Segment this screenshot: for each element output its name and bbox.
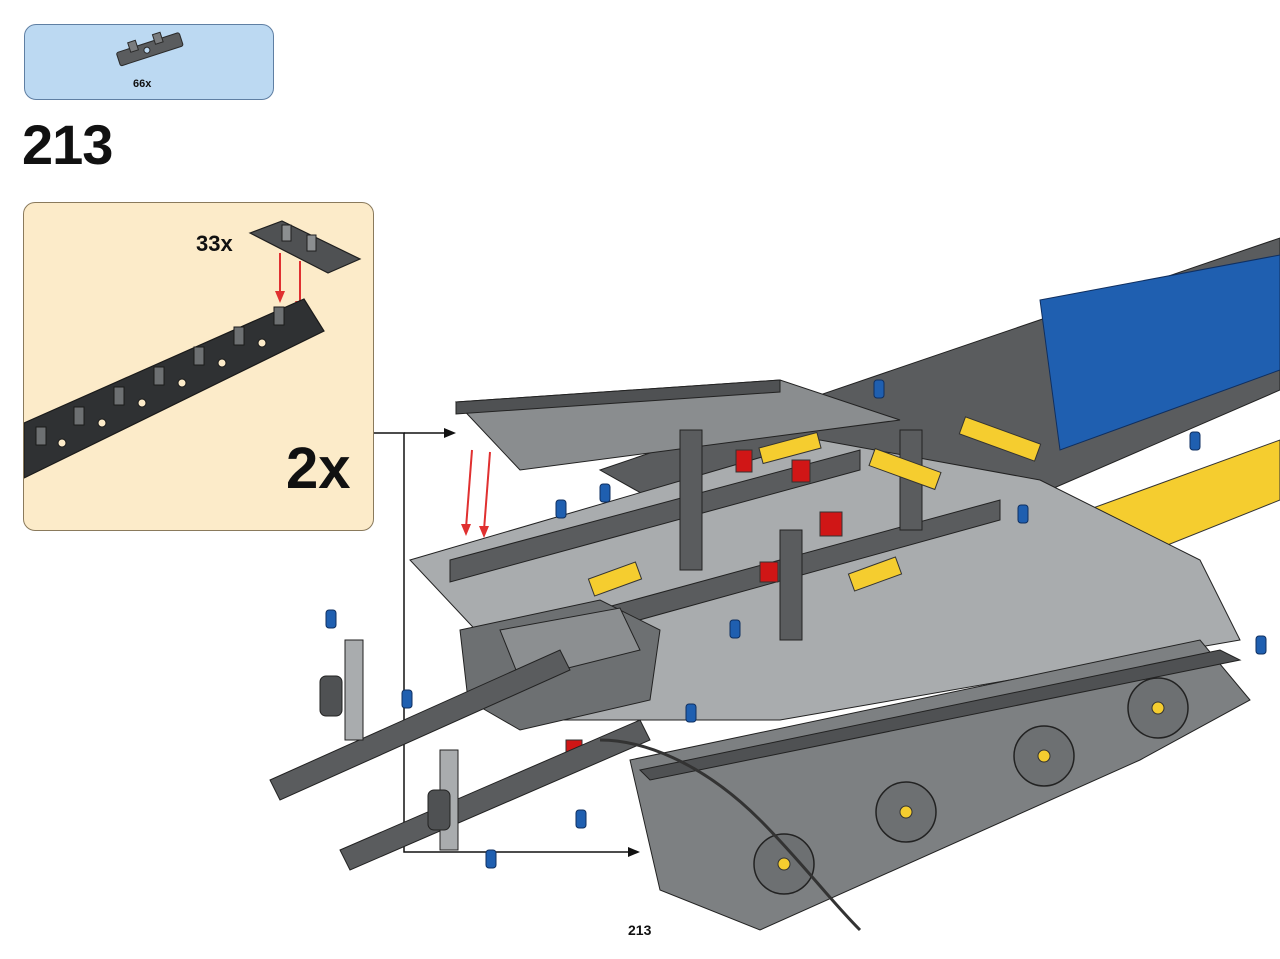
- outrigger-beams: [269, 639, 651, 871]
- placed-track-segment: [454, 379, 901, 471]
- subassembly-multiplier: 2x: [286, 436, 351, 501]
- step-number: 213: [22, 113, 113, 176]
- tread-link-piece-icon: [116, 31, 184, 67]
- gearbox-accents: [565, 416, 1207, 757]
- motor-cable: [599, 738, 862, 932]
- parts-list-box: 66x: [24, 24, 274, 100]
- insert-arrow: [483, 451, 491, 531]
- insert-arrow: [465, 449, 473, 529]
- callout-leader-line: [374, 432, 628, 853]
- track-assembly-illustration: [24, 220, 362, 479]
- blue-pins: [325, 379, 1267, 869]
- page-number: 213: [628, 922, 652, 938]
- subassembly-part-count: 33x: [196, 231, 233, 256]
- parts-count: 66x: [133, 78, 152, 90]
- tread-link-piece-icon: [248, 220, 362, 274]
- subassembly-box: 33x 2x: [23, 202, 374, 531]
- lower-crawler-track: [599, 639, 1251, 932]
- track-strip: [24, 298, 325, 479]
